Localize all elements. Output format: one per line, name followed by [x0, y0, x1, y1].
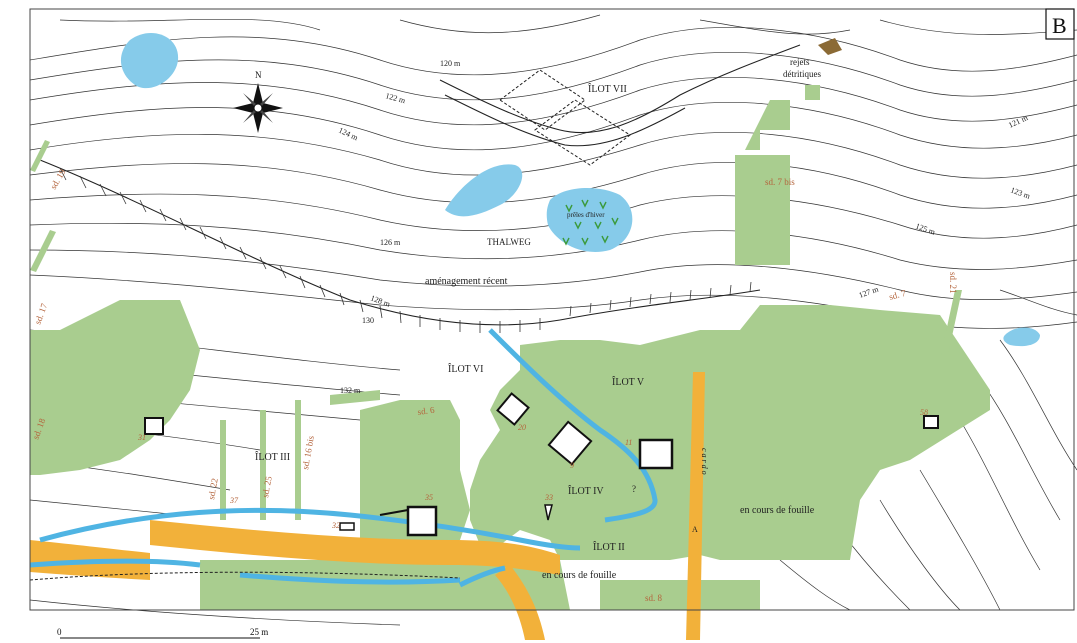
- strip-sd17: [30, 230, 56, 272]
- strip-sd16bis: [295, 400, 301, 520]
- panel-letter: B: [1052, 13, 1067, 38]
- north-label: N: [255, 70, 262, 80]
- structure-numbers: 31 20 11 9 33 32 58 35 37: [137, 408, 928, 530]
- strip-sd21: [941, 290, 962, 355]
- label-ilot-iii: ÎLOT III: [255, 451, 290, 463]
- contour-label-132: 132 m: [340, 386, 361, 395]
- excavation-ilot-iii: [360, 400, 470, 540]
- contour-label-126: 126 m: [380, 238, 401, 247]
- excavation-sd7bis: [735, 155, 790, 265]
- label-fouille-east: en cours de fouille: [740, 505, 815, 516]
- number-58: 58: [920, 408, 928, 417]
- water-bodies: [120, 32, 1040, 347]
- label-cardo: c a r d o: [700, 448, 709, 475]
- label-thalweg: THALWEG: [487, 237, 531, 247]
- structure-31: [144, 417, 164, 435]
- label-ilot-iv: ÎLOT IV: [568, 485, 604, 497]
- pond-northwest: [120, 32, 179, 89]
- cardo-road: [686, 372, 705, 640]
- strip-sd18: [30, 420, 45, 460]
- compass-rose-icon: [233, 83, 283, 133]
- structures: [144, 392, 939, 537]
- label-sd7bis: sd. 7 bis: [765, 177, 795, 187]
- label-sd22: sd. 22: [206, 477, 220, 500]
- structure-20: [496, 392, 530, 426]
- sondage-labels: sd. 7 bis sd. 7 sd. 21 sd. 6 sd. 17 sd. …: [30, 167, 958, 603]
- map-frame: [29, 8, 1075, 611]
- label-fouille-south: en cours de fouille: [542, 570, 617, 581]
- water-channels: [29, 328, 658, 588]
- label-cardo-a: A: [692, 525, 698, 534]
- label-ilot-ii: ÎLOT II: [593, 541, 625, 553]
- pond-east: [1003, 327, 1040, 347]
- label-rejets: rejets: [790, 57, 810, 67]
- panel-letter-box: B: [1045, 8, 1075, 40]
- strip-sd19: [30, 140, 50, 172]
- pond-central: [445, 164, 523, 217]
- number-11: 11: [625, 438, 632, 447]
- strip-sd22: [220, 420, 226, 520]
- label-sd25: sd. 25: [260, 475, 274, 498]
- label-ilot-v: ÎLOT V: [612, 376, 645, 388]
- strip-sd25: [260, 410, 266, 520]
- structure-58: [923, 415, 939, 429]
- deposit-rejets: [818, 38, 842, 55]
- number-9: 9: [570, 461, 574, 470]
- number-31: 31: [137, 433, 146, 442]
- label-amenagement: aménagement récent: [425, 276, 508, 287]
- horsetail-plant-icon: [562, 199, 619, 246]
- label-sd6: sd. 6: [417, 405, 436, 417]
- excavation-ilot-v-main: [470, 305, 990, 560]
- number-35: 35: [424, 493, 433, 502]
- contour-label-130: 130: [362, 316, 374, 325]
- number-20: 20: [518, 423, 526, 432]
- horsetail-pond: [546, 188, 633, 252]
- structure-main: [406, 505, 438, 537]
- label-sd21: sd. 21: [948, 272, 958, 294]
- excavation-south-east: [600, 580, 760, 610]
- structure-11: [638, 438, 674, 470]
- label-sd8: sd. 8: [645, 593, 663, 603]
- structure-33: [544, 504, 553, 521]
- strip-sd6: [330, 390, 380, 405]
- place-labels: rejets détritiques ÎLOT VII prêles d'hiv…: [255, 57, 821, 581]
- structure-32: [339, 522, 355, 531]
- label-sd7: sd. 7: [888, 288, 907, 302]
- contour-label-120: 120 m: [440, 59, 461, 68]
- label-ilot-vii: ÎLOT VII: [588, 83, 627, 95]
- number-33: 33: [544, 493, 553, 502]
- structure-9: [547, 420, 593, 466]
- label-question: ?: [632, 484, 636, 494]
- escarpment-hatching: [39, 159, 761, 333]
- number-37: 37: [229, 496, 239, 505]
- scale-bar: 0 25 m: [57, 627, 268, 639]
- label-detritiques: détritiques: [783, 69, 821, 79]
- label-ilot-vi: ÎLOT VI: [448, 363, 483, 375]
- number-32: 32: [331, 521, 340, 530]
- scale-start: 0: [57, 627, 62, 637]
- dashed-building-outlines: [29, 69, 631, 581]
- scale-end: 25 m: [250, 627, 268, 637]
- label-preles: prêles d'hiver: [567, 211, 605, 219]
- excavation-ilot-vii-east: [745, 85, 820, 150]
